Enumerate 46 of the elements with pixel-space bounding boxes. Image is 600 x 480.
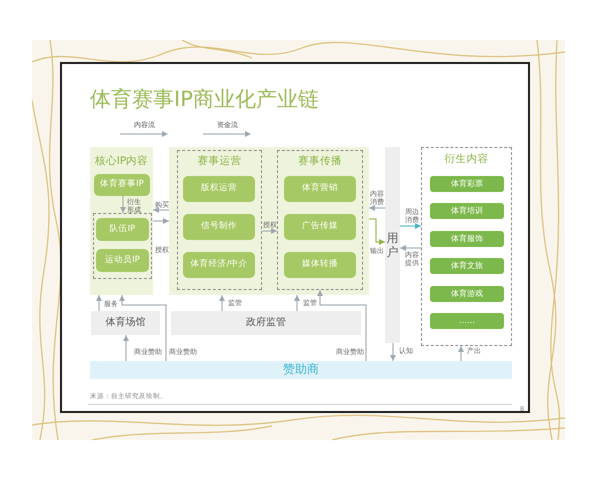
entity-box: 政府监管 xyxy=(171,311,361,335)
process-box: …… xyxy=(430,313,504,329)
arrow xyxy=(390,342,396,362)
dashed-group xyxy=(93,213,152,279)
panel-title: 赛事传播 xyxy=(298,155,342,167)
dashed-group xyxy=(277,150,363,290)
panel-title: 衍生内容 xyxy=(444,153,488,165)
title: 体育赛事IP商业化产业链 xyxy=(90,86,319,112)
panel-title: 赛事运营 xyxy=(198,155,242,167)
process-box: 体育经济/中介 xyxy=(183,252,255,278)
panel xyxy=(90,147,153,295)
process-box: 体育服饰 xyxy=(430,231,504,247)
process-box: 体育文旅 xyxy=(430,258,504,274)
process-box: 媒体转播 xyxy=(284,252,356,278)
process-box: 版权运营 xyxy=(183,176,255,202)
arrow xyxy=(458,346,464,362)
process-box: 体育赛事IP xyxy=(94,174,150,196)
sponsor-band: 赞助商 xyxy=(90,361,512,379)
process-box: 体育彩票 xyxy=(430,176,504,192)
process-box: 队伍IP xyxy=(96,218,149,241)
arrow xyxy=(368,218,386,245)
arrow xyxy=(262,228,278,234)
entity-box: 体育场馆 xyxy=(91,311,160,335)
process-box: 体育培训 xyxy=(430,203,504,219)
user-bar: 用户 xyxy=(385,147,400,343)
arrow xyxy=(400,223,422,229)
arrow xyxy=(120,196,126,214)
arrow xyxy=(400,245,422,251)
dashed-group xyxy=(177,150,262,290)
process-box: 体育营销 xyxy=(284,176,356,202)
arrow xyxy=(96,294,102,312)
arrow xyxy=(368,205,386,211)
arrow xyxy=(317,290,366,362)
panel xyxy=(169,147,369,295)
process-box: 体育游戏 xyxy=(430,286,504,302)
arrow xyxy=(123,334,129,362)
arrow xyxy=(152,207,170,213)
process-box: 运动员IP xyxy=(96,249,149,272)
process-box: 信号制作 xyxy=(183,214,255,240)
panel-title: 核心IP内容 xyxy=(94,155,148,167)
arrow xyxy=(294,294,300,312)
process-box: 广告传媒 xyxy=(284,214,356,240)
arrow xyxy=(219,294,225,312)
dashed-group xyxy=(421,147,512,346)
arrow xyxy=(119,294,166,362)
arrow xyxy=(152,218,170,224)
